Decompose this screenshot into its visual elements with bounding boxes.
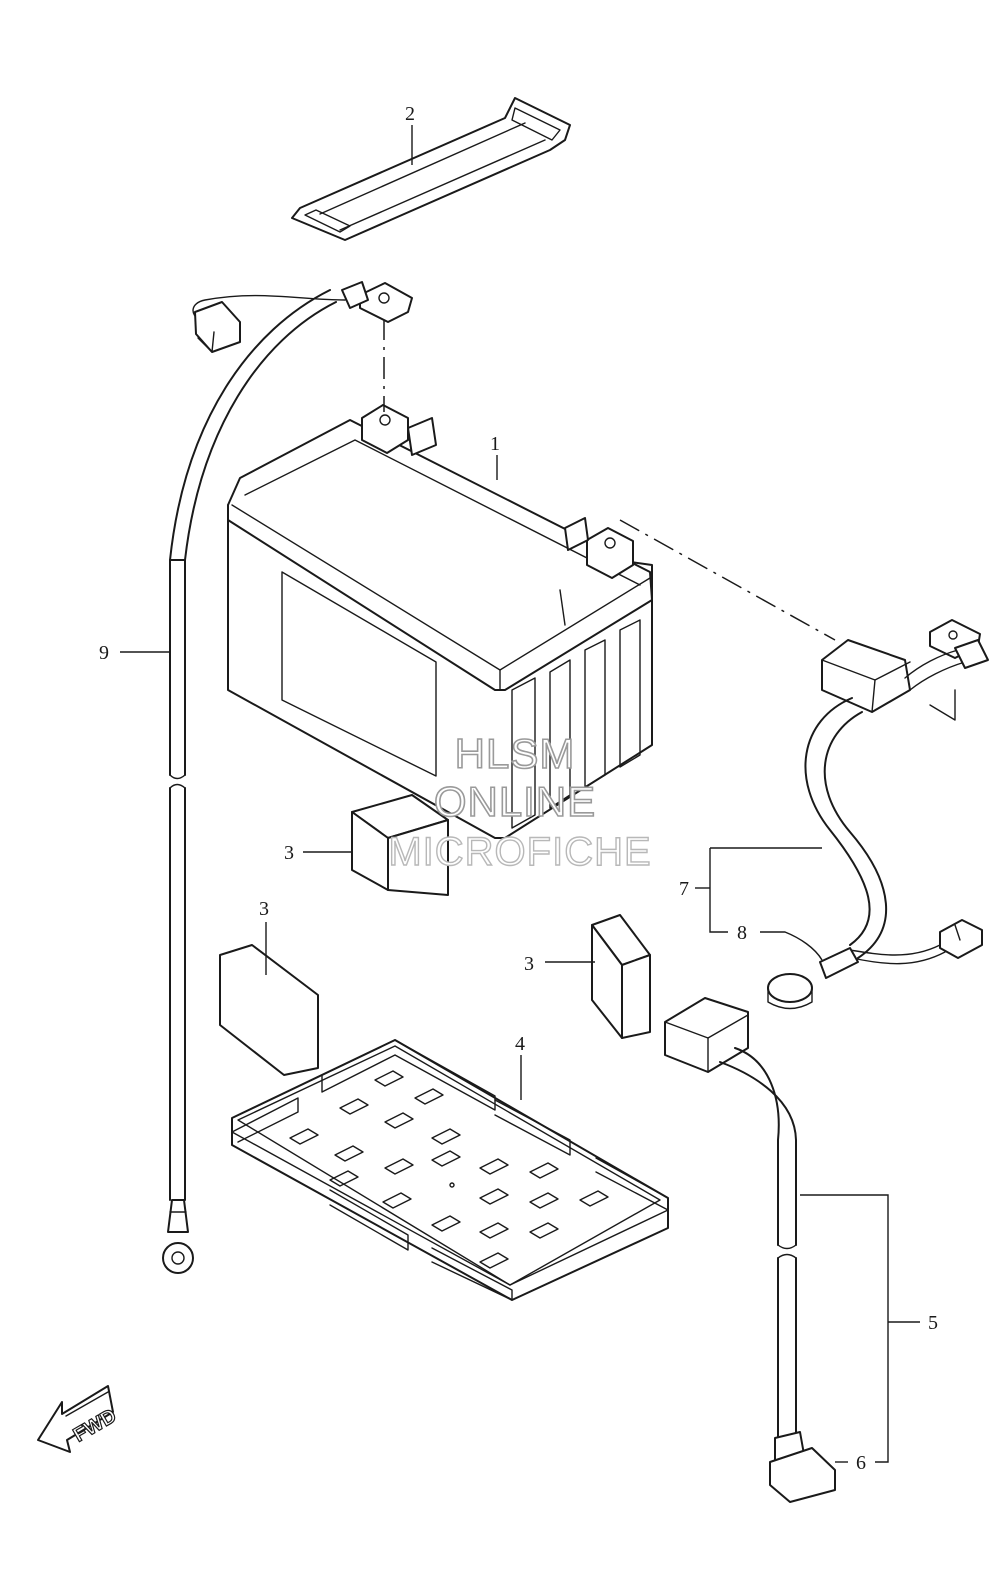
pad-flat [219,944,319,1076]
callout-8: 8 [737,922,747,944]
positive-cable [767,619,989,1010]
leader-lines [120,125,920,1463]
watermark-line-3: MICROFICHE [388,830,651,874]
callout-3-right: 3 [524,953,534,975]
callout-9: 9 [99,642,109,664]
battery-strap [291,97,571,241]
callout-6: 6 [856,1452,866,1474]
callout-3-upper: 3 [284,842,294,864]
watermark-line-1: HLSM [455,730,576,777]
alignment-line-positive [619,519,836,641]
callout-5: 5 [928,1312,938,1334]
fwd-arrow-icon: FWD [37,1385,121,1453]
callout-3-flat: 3 [259,898,269,920]
pad-upper-bent [351,794,449,896]
pad-right-bent [591,914,651,1039]
negative-cable [162,281,413,1274]
callout-1: 1 [490,433,500,455]
second-cable [664,997,836,1503]
callout-2: 2 [405,103,415,125]
battery [227,404,653,839]
watermark-line-2: ONLINE [434,778,596,825]
callout-4: 4 [515,1033,525,1055]
callout-7: 7 [679,878,689,900]
battery-tray [231,1039,669,1301]
